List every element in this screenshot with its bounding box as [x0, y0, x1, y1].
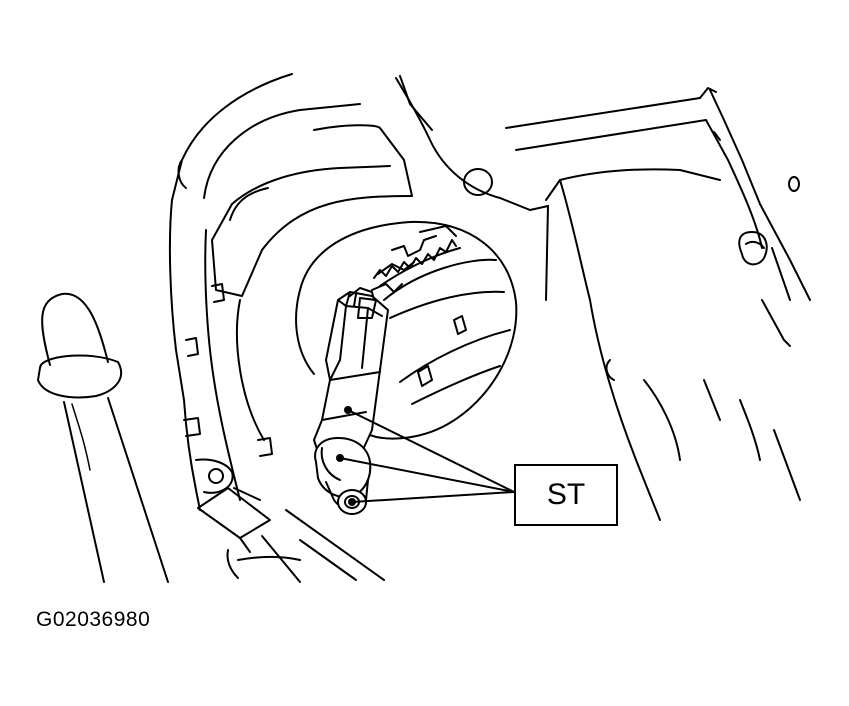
st-callout-label: ST — [514, 464, 618, 526]
pipe — [37, 292, 169, 583]
inspection-opening — [295, 220, 518, 440]
leader-lines — [339, 409, 515, 503]
bolt — [314, 437, 372, 515]
ring-gear-teeth — [373, 239, 461, 287]
housing-outline — [168, 73, 501, 511]
housing-hole — [463, 168, 493, 196]
right-plate — [499, 87, 811, 521]
sensor-assembly — [313, 287, 389, 461]
figure-id: G02036980 — [36, 608, 151, 631]
harness — [197, 487, 385, 583]
